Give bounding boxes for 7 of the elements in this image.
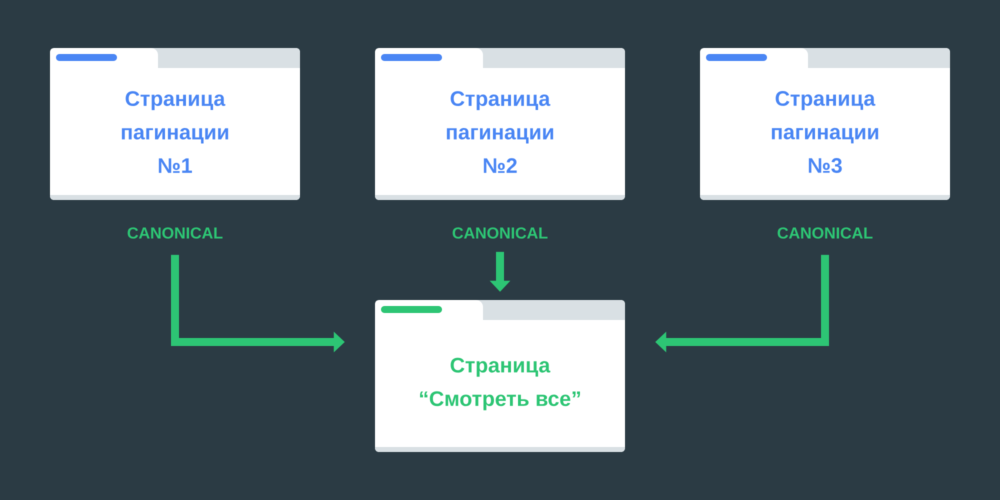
arrow-label: CANONICAL (778, 227, 872, 239)
page-card: Страница пагинации №3 (700, 48, 950, 200)
page-card: Страница “Смотреть все” (375, 300, 625, 452)
arrow-label: CANONICAL (452, 227, 548, 239)
arrow-label: CANONICAL (128, 227, 222, 239)
page-card: Страница пагинации №1 (50, 48, 300, 200)
page-card: Страница пагинации №2 (375, 48, 625, 200)
